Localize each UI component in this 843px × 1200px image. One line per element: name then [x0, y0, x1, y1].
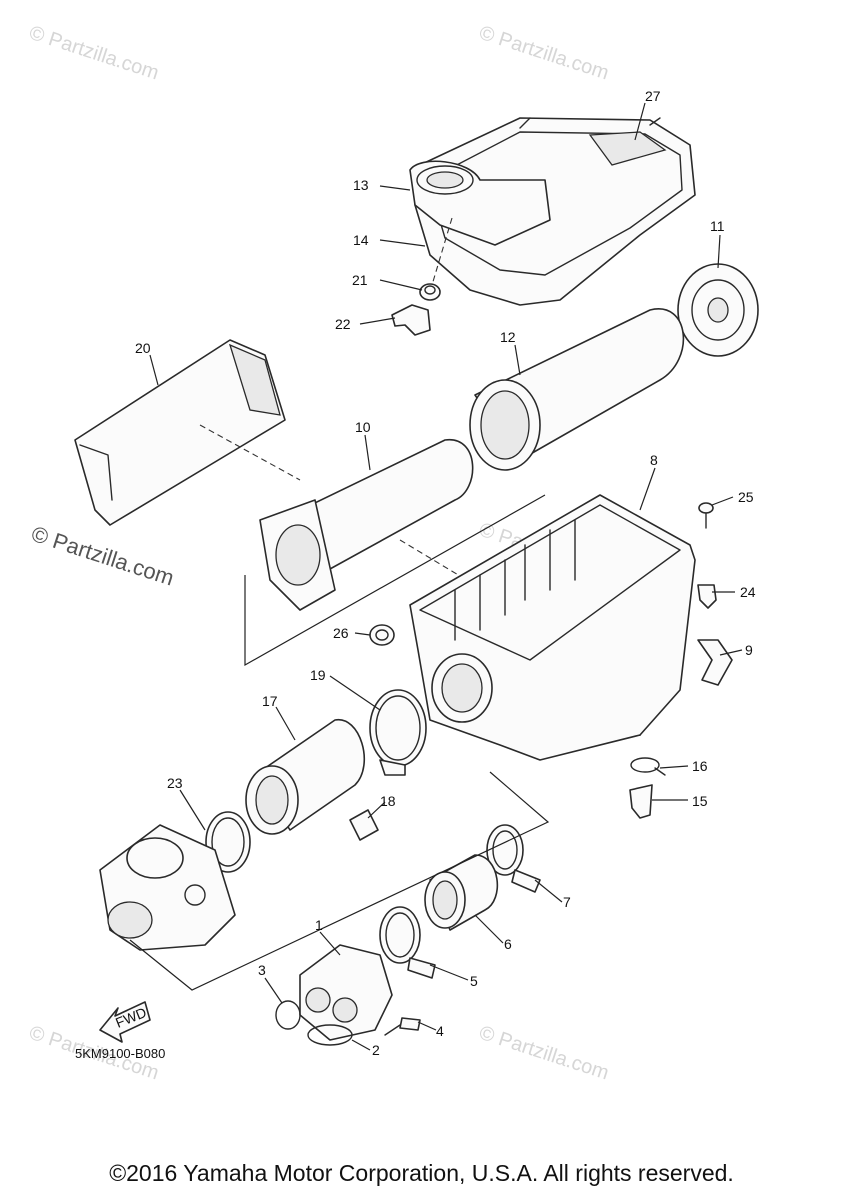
part-27-airbox-cover[interactable]: [414, 117, 696, 306]
callout-numbers: 27 13 14 21 22 11 12 20 10 8 25 24 9 26 …: [135, 88, 756, 1058]
part-19-band-clamp[interactable]: [369, 689, 427, 776]
watermark-top-right: © Partzilla.com: [476, 22, 611, 85]
callout-4: 4: [436, 1023, 444, 1039]
carburetor-assembly[interactable]: [99, 824, 236, 951]
part-4-bolt[interactable]: [384, 1017, 421, 1036]
callout-10: 10: [355, 419, 371, 435]
part-24-clip[interactable]: [697, 584, 717, 609]
callout-25: 25: [738, 489, 754, 505]
part-21-grommet[interactable]: [419, 283, 441, 301]
watermark-mid-left: © Partzilla.com: [28, 521, 177, 591]
callout-11: 11: [710, 218, 725, 234]
callout-18: 18: [380, 793, 396, 809]
part-1-intake-manifold[interactable]: [299, 944, 393, 1041]
callout-6: 6: [504, 936, 512, 952]
callout-14: 14: [353, 232, 369, 248]
watermark-top-left: © Partzilla.com: [26, 22, 161, 85]
callout-22: 22: [335, 316, 351, 332]
callout-26: 26: [333, 625, 349, 641]
callout-17: 17: [262, 693, 278, 709]
callout-23: 23: [167, 775, 183, 791]
part-12-filter-element[interactable]: [469, 308, 685, 471]
callout-7: 7: [563, 894, 571, 910]
callout-12: 12: [500, 329, 516, 345]
callout-27: 27: [645, 88, 661, 104]
diagram-code: 5KM9100-B080: [75, 1046, 165, 1061]
part-3-o-ring[interactable]: [275, 1000, 301, 1030]
part-25-screw[interactable]: [698, 502, 714, 529]
callout-20: 20: [135, 340, 151, 356]
callout-5: 5: [470, 973, 478, 989]
callout-1: 1: [315, 917, 323, 933]
callout-2: 2: [372, 1042, 380, 1058]
callout-8: 8: [650, 452, 658, 468]
part-8-airbox-case[interactable]: [409, 494, 696, 761]
part-5-clamp[interactable]: [379, 906, 436, 979]
callout-15: 15: [692, 793, 708, 809]
callout-13: 13: [353, 177, 369, 193]
callout-leader-lines: [149, 102, 743, 1051]
callout-9: 9: [745, 642, 753, 658]
group-frames: [129, 494, 550, 991]
callout-19: 19: [310, 667, 326, 683]
part-16-spring-clip[interactable]: [630, 757, 666, 776]
part-18-elbow-fitting[interactable]: [349, 809, 379, 841]
part-11-end-cap[interactable]: [677, 263, 759, 357]
copyright-notice: ©2016 Yamaha Motor Corporation, U.S.A. A…: [109, 1160, 734, 1186]
part-6-carburetor-joint[interactable]: [424, 854, 499, 931]
callout-16: 16: [692, 758, 708, 774]
part-26-grommet[interactable]: [369, 624, 395, 646]
part-13-inlet-duct[interactable]: [409, 160, 551, 246]
callout-21: 21: [352, 272, 368, 288]
part-15-drain-cap[interactable]: [629, 784, 653, 819]
part-9-clamp[interactable]: [697, 639, 733, 686]
part-10-inner-filter[interactable]: [259, 439, 474, 611]
part-17-intake-joint[interactable]: [245, 719, 365, 835]
part-2-o-ring[interactable]: [307, 1024, 353, 1046]
callout-3: 3: [258, 962, 266, 978]
part-20-side-guard[interactable]: [74, 339, 286, 526]
watermark-bottom-right: © Partzilla.com: [476, 1022, 611, 1085]
callout-24: 24: [740, 584, 756, 600]
part-22-elbow-fitting[interactable]: [391, 304, 431, 336]
fwd-arrow-icon: FWD: [99, 1001, 151, 1043]
